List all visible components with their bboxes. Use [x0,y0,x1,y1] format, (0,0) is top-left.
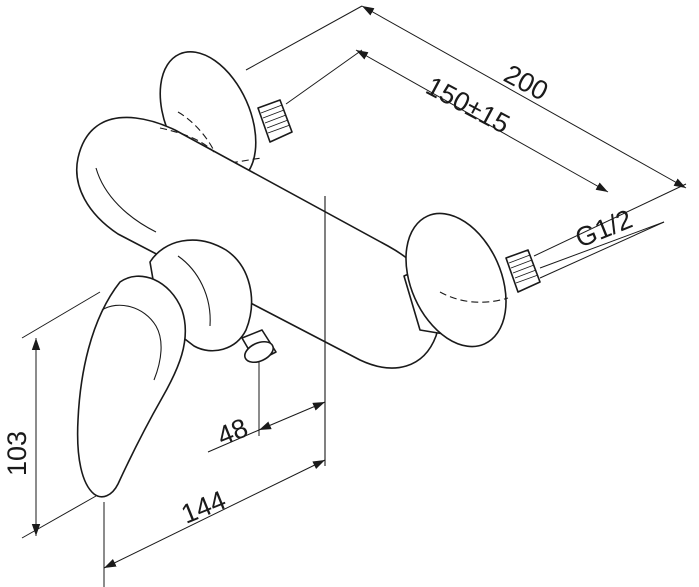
handle-top-extension-line [21,291,101,339]
dimension-total-depth: 144 [103,459,326,569]
outlet-spout [241,329,277,364]
right-threaded-connector [505,249,541,293]
dimension-height-label: 103 [2,431,32,476]
mixer-inner-hidden-line [159,127,215,153]
lever-handle [76,275,187,498]
left-threaded-connector [257,99,293,143]
dimension-thread-size: G1/2 [539,204,665,269]
left-connector-threads [260,104,291,134]
cartridge-housing-ring [177,255,211,327]
mixer-body [76,116,441,369]
dimension-connection-spacing: 150±15 [355,49,609,193]
right-wall-connection [403,212,541,348]
right-thread-extension-line [539,221,665,279]
left-thread-extension-line [285,49,363,105]
right-wall-flange [405,212,507,348]
left-flange-hidden-outline [177,111,263,164]
dimension-outlet-offset: 48 [207,401,326,453]
left-connector-extension-line [245,5,363,71]
dimension-overall-width-label: 200 [499,59,553,107]
dimension-overall-width: 200 [361,5,687,189]
dimension-thread-size-label: G1/2 [571,204,637,254]
right-connector-extension-line [533,183,687,257]
right-flange-hidden-outline [439,291,509,303]
dimension-height: 103 [2,338,41,536]
dimension-total-depth-label: 144 [177,485,230,530]
handle-lower-extension-line [21,495,97,539]
mixer-body-edge [95,167,157,233]
lever-handle-edge [101,304,162,381]
right-connector-threads [508,254,539,284]
dimension-outlet-offset-label: 48 [213,412,252,451]
